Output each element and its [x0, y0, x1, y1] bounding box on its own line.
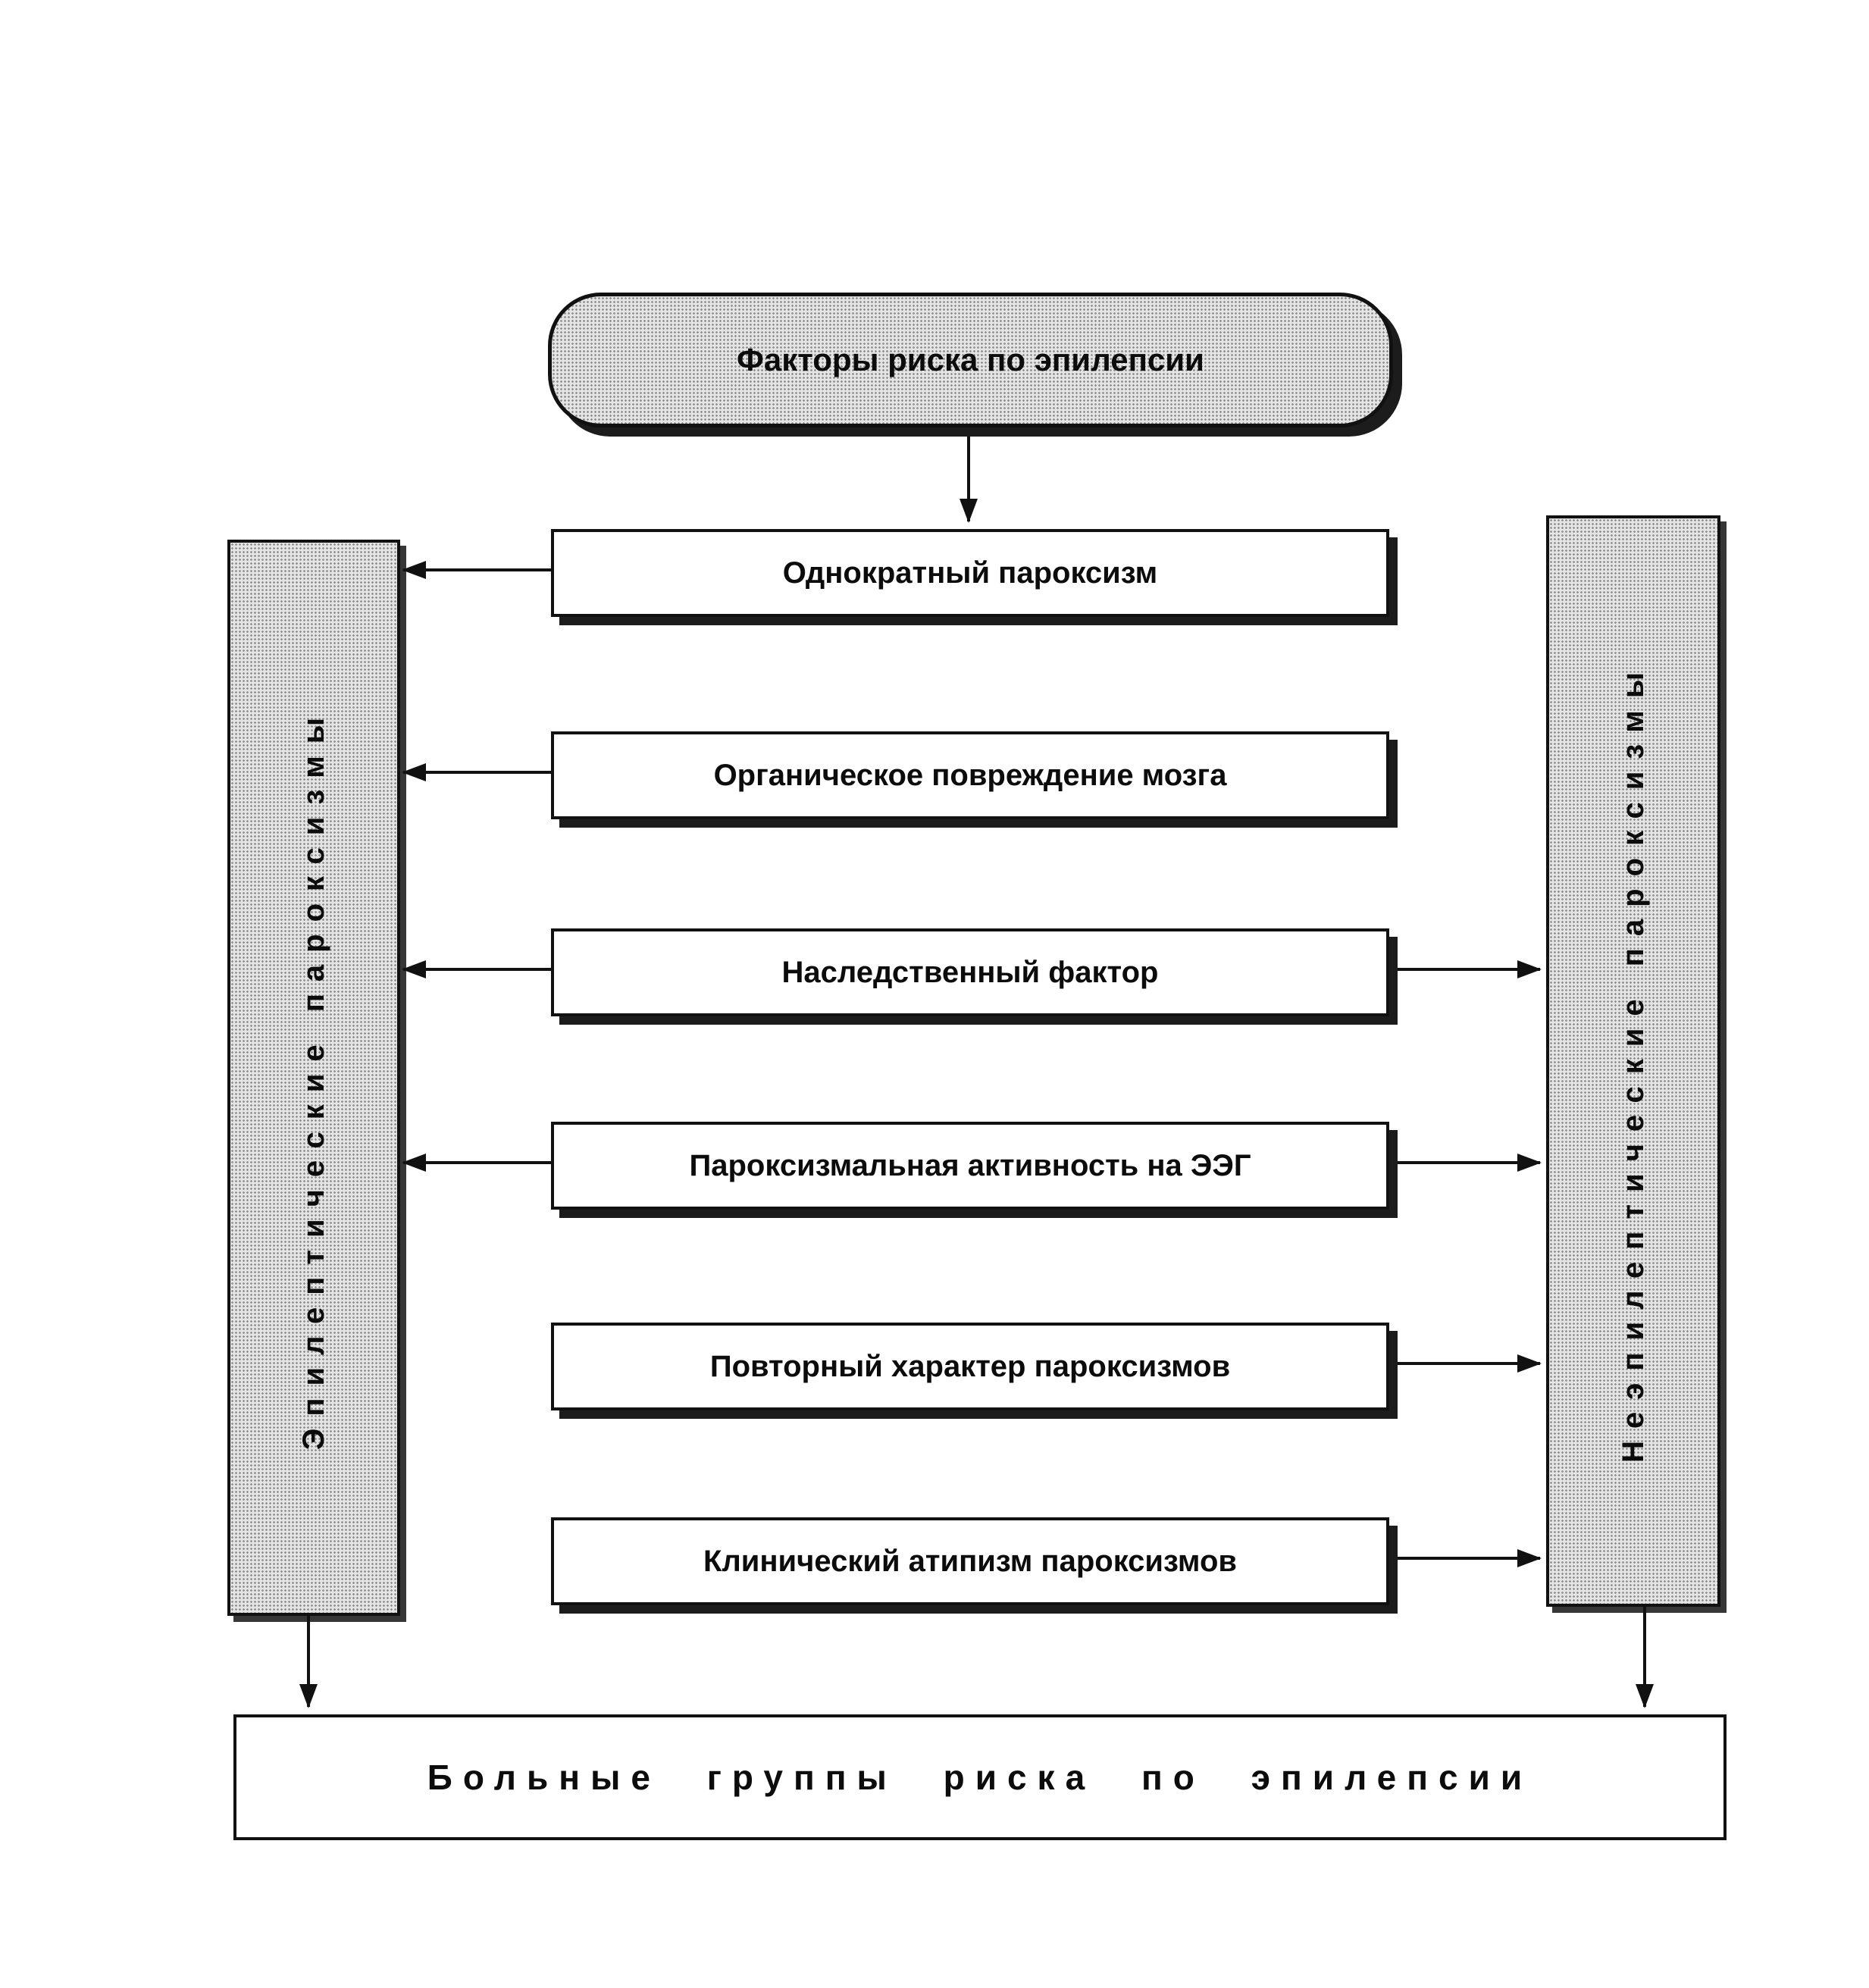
left-column-epileptic-paroxysms: Эпилептические пароксизмы — [227, 540, 400, 1616]
factor-box-single-paroxysm: Однократный пароксизм — [551, 529, 1389, 617]
factor-label: Наследственный фактор — [781, 955, 1159, 989]
bottom-risk-groups-box: Больные группы риска по эпилепсии — [233, 1714, 1727, 1840]
factor-label: Повторный характер пароксизмов — [709, 1349, 1231, 1383]
bottom-label: Больные группы риска по эпилепсии — [427, 1758, 1533, 1797]
factor-box-organic-brain-damage: Органическое повреждение мозга — [551, 731, 1389, 819]
right-column-nonepileptic-paroxysms: Неэпилептические пароксизмы — [1546, 515, 1720, 1607]
factor-label: Клинический атипизм пароксизмов — [703, 1544, 1237, 1578]
factor-label: Органическое повреждение мозга — [713, 758, 1227, 792]
title-box: Факторы риска по эпилепсии — [548, 293, 1393, 427]
factor-box-repeated-paroxysms: Повторный характер пароксизмов — [551, 1323, 1389, 1410]
left-column-label: Эпилептические пароксизмы — [296, 705, 330, 1451]
factor-label: Однократный пароксизм — [782, 556, 1158, 590]
factor-box-eeg-paroxysmal-activity: Пароксизмальная активность на ЭЭГ — [551, 1122, 1389, 1210]
factor-box-hereditary-factor: Наследственный фактор — [551, 928, 1389, 1016]
factor-box-clinical-atypism: Клинический атипизм пароксизмов — [551, 1517, 1389, 1605]
right-column-label: Неэпилептические пароксизмы — [1616, 659, 1650, 1463]
factor-label: Пароксизмальная активность на ЭЭГ — [689, 1148, 1251, 1182]
title-label: Факторы риска по эпилепсии — [737, 342, 1204, 377]
